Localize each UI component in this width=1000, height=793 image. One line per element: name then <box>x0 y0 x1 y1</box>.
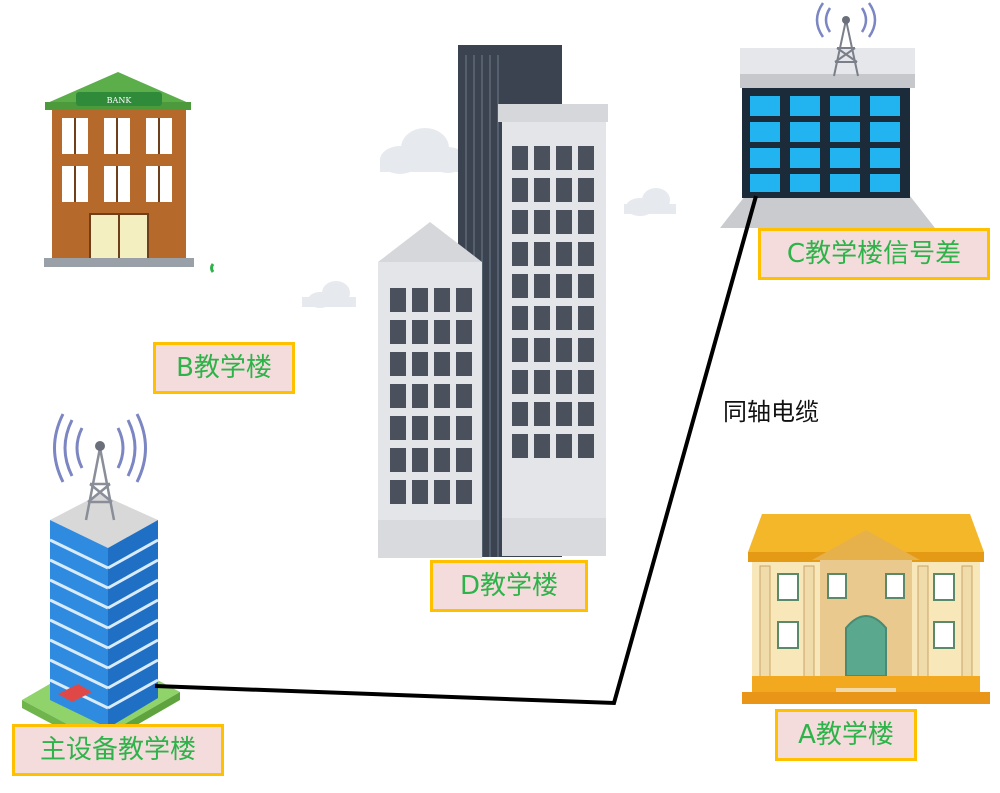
cable-label: 同轴电缆 <box>723 398 819 426</box>
bank-sign-text: BANK <box>107 96 133 105</box>
coaxial-cable-line <box>154 195 758 706</box>
building-label-main: 主设备教学楼 <box>12 724 224 776</box>
antenna-icon <box>84 447 116 521</box>
marker-icon <box>210 263 215 273</box>
bank-building <box>44 72 194 267</box>
classic-building <box>742 514 990 704</box>
signal-tower-building <box>720 2 935 228</box>
signal-waves-icon <box>53 413 147 483</box>
office-towers-building <box>378 45 608 558</box>
building-label-b: B教学楼 <box>153 342 295 394</box>
signal-waves-icon <box>815 2 877 38</box>
main-device-building <box>22 413 180 748</box>
antenna-icon <box>833 19 859 77</box>
building-label-a: A教学楼 <box>775 709 917 761</box>
cloud-icon <box>302 281 356 308</box>
building-label-c: C教学楼信号差 <box>758 228 990 280</box>
cloud-icon <box>380 128 468 174</box>
cloud-icon <box>624 188 676 216</box>
building-label-d: D教学楼 <box>430 560 588 612</box>
